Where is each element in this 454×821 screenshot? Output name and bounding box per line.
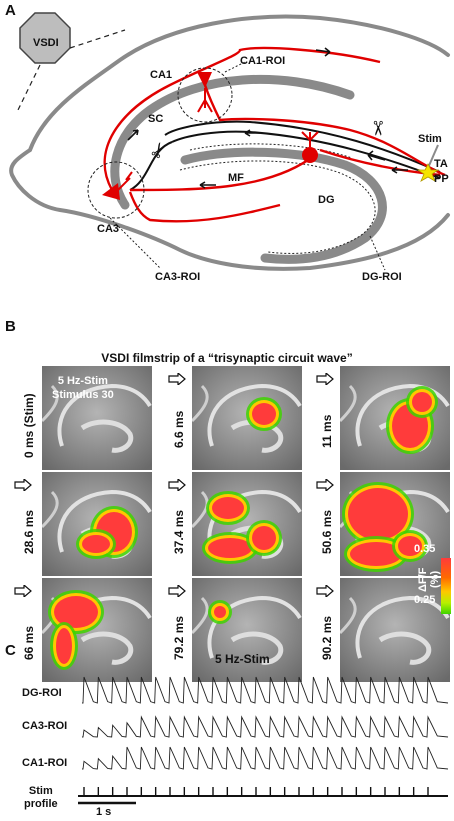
- ca3-roi-circle: [87, 161, 145, 219]
- filmstrip-frame: [340, 366, 450, 470]
- panel-c-letter: C: [5, 642, 16, 659]
- ca-layer: [110, 74, 355, 210]
- scissors-icon: ✂: [366, 120, 388, 137]
- frame-time-label: 11 ms: [320, 414, 334, 448]
- dg-label: DG: [318, 194, 335, 206]
- panel-c-title: 5 Hz-Stim: [215, 652, 270, 666]
- stim-profile-label: Stim profile: [24, 785, 58, 810]
- arrow-icon: [199, 181, 216, 189]
- ta-label: TA: [434, 158, 448, 170]
- panel-a-letter: A: [5, 2, 16, 19]
- arrow-icon: [316, 477, 334, 493]
- frame-time-label: 28.6 ms: [22, 509, 36, 554]
- filmstrip-frame: [340, 578, 450, 682]
- arrow-icon: [367, 150, 386, 161]
- frame-time-label: 50.6 ms: [320, 509, 334, 554]
- pp-label: PP: [434, 173, 449, 185]
- traces-plot: [78, 676, 449, 805]
- ca1-label: CA1: [150, 69, 172, 81]
- stim-star-icon: [416, 163, 440, 182]
- filmstrip-frame: [192, 366, 302, 470]
- colorbar-max-label: 0.35: [414, 543, 436, 555]
- schaffer-collateral-pathway: [103, 46, 381, 191]
- trace-line: [82, 715, 449, 738]
- trace-label-ca3: CA3-ROI: [22, 720, 68, 732]
- dg-layer: [180, 147, 387, 264]
- panel-b-letter: B: [5, 318, 16, 335]
- arrow-icon: [244, 129, 260, 137]
- arrow-icon: [168, 477, 186, 493]
- arrow-icon: [316, 583, 334, 599]
- stim-electrode: [427, 144, 439, 169]
- dg-granule-cell: [302, 147, 318, 163]
- arrow-icon: [316, 371, 334, 387]
- colorbar-percent-label: (%): [429, 570, 441, 588]
- trace-label-dg: DG-ROI: [22, 687, 62, 699]
- slice-outline: [9, 14, 450, 271]
- filmstrip-frame: [42, 366, 152, 470]
- ca3-roi-label: CA3-ROI: [155, 271, 200, 283]
- dg-roi-label: DG-ROI: [362, 271, 402, 283]
- frame-time-label: 6.6 ms: [172, 410, 186, 448]
- arrow-icon: [315, 47, 331, 57]
- filmstrip-frame: [42, 578, 152, 682]
- ca1-roi-circle: [177, 67, 233, 123]
- ca1-pyramidal-neuron: [197, 72, 212, 88]
- colorbar-unit-label: ΔF/F: [417, 567, 429, 592]
- filmstrip-frame: [340, 472, 450, 576]
- scissors-icon: ✂: [146, 138, 173, 164]
- arrow-icon: [14, 583, 32, 599]
- hippocampus-diagram: ✂ ✂ VSDI CA1 CA1-ROI SC CA3 MF DG Stim T…: [9, 12, 450, 283]
- trace-line: [82, 746, 449, 770]
- trace-label-ca1: CA1-ROI: [22, 757, 68, 769]
- filmstrip-frame: [42, 472, 152, 576]
- stim-label: Stim: [418, 133, 442, 145]
- vsdi-label: VSDI: [33, 37, 59, 49]
- arrow-icon: [168, 583, 186, 599]
- trace-line: [82, 676, 449, 704]
- ca3-pyramidal-neuron: [102, 183, 120, 200]
- colorbar-min-label: 0.25: [414, 594, 436, 606]
- frame-time-label: 37.4 ms: [172, 509, 186, 554]
- filmstrip-frame: [192, 578, 302, 682]
- frame-inset-text: 5 Hz-Stim Stimulus 30: [52, 375, 114, 401]
- arrow-icon: [14, 477, 32, 493]
- perforant-path: [164, 120, 441, 173]
- filmstrip-frame: [192, 472, 302, 576]
- ca3-label: CA3: [97, 223, 119, 235]
- frame-time-label: 0 ms (Stim): [22, 393, 36, 458]
- arrow-icon: [127, 129, 139, 141]
- arrow-icon: [168, 371, 186, 387]
- ca1-output-pathway: [203, 84, 446, 177]
- filmstrip-title: VSDI filmstrip of a “trisynaptic circuit…: [101, 351, 353, 365]
- sc-label: SC: [148, 113, 163, 125]
- colorbar: [441, 558, 451, 614]
- mossy-fiber-pathway: [129, 154, 316, 192]
- scalebar-label: 1 s: [96, 806, 112, 818]
- dg-roi-outline: [179, 160, 376, 254]
- mf-label: MF: [228, 172, 244, 184]
- arrow-icon: [391, 166, 408, 174]
- ca1-roi-label: CA1-ROI: [240, 55, 285, 67]
